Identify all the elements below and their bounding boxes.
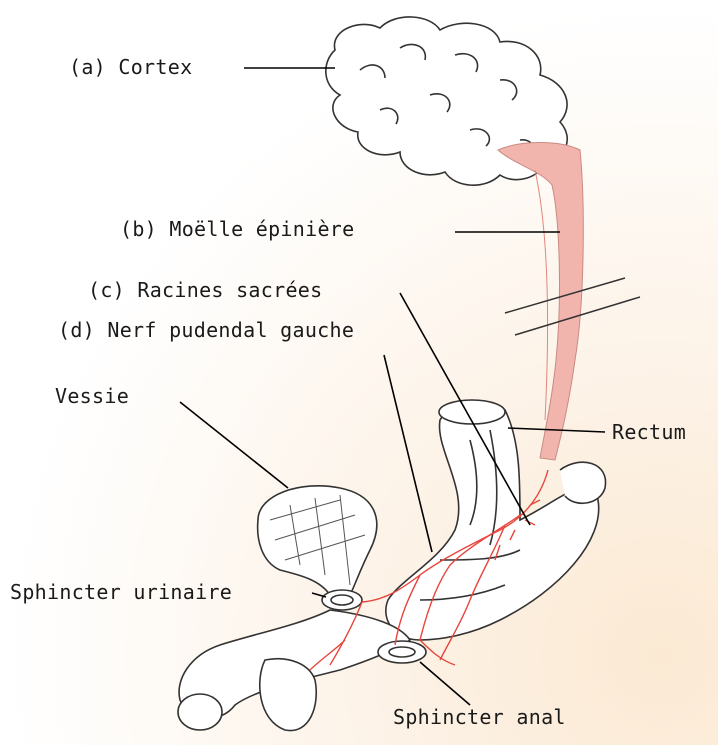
label-rectum: Rectum: [612, 420, 686, 444]
genitals: [178, 610, 410, 731]
leader-vessie: [180, 402, 288, 488]
leader-sphincter-anal: [420, 662, 470, 705]
label-sphincter-urinaire: Sphincter urinaire: [10, 580, 232, 604]
urinary-sphincter: [322, 590, 362, 610]
spinal-cord: [498, 143, 583, 461]
leader-nerf: [384, 355, 432, 552]
label-racines-sacrees: (c) Racines sacrées: [88, 278, 322, 302]
anal-sphincter: [378, 641, 426, 663]
label-cortex: (a) Cortex: [69, 55, 192, 79]
label-sphincter-anal: Sphincter anal: [393, 705, 566, 729]
bladder: [258, 486, 377, 595]
label-nerf-pudendal: (d) Nerf pudendal gauche: [58, 318, 354, 342]
rectum: [386, 400, 606, 640]
label-moelle-epiniere: (b) Moëlle épinière: [120, 217, 354, 241]
spinal-cord-shading: [535, 170, 548, 420]
label-vessie: Vessie: [55, 384, 129, 408]
